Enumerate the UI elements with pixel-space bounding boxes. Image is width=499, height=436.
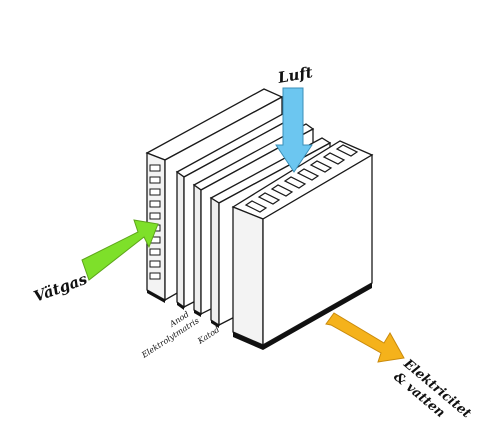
hydrogen-label: Vätgas bbox=[31, 270, 90, 306]
cathode-base bbox=[211, 320, 219, 328]
electrolyte-edge bbox=[193, 183, 202, 316]
hydrogen-arrow-icon bbox=[81, 219, 159, 281]
cathode-channels bbox=[244, 144, 359, 213]
air-label: Luft bbox=[276, 63, 314, 87]
anode-edge bbox=[176, 170, 185, 309]
output-arrow-icon bbox=[325, 312, 405, 363]
cathode-plate-edge bbox=[232, 206, 264, 346]
cathode-flow-plate bbox=[231, 140, 374, 350]
anode-base bbox=[177, 302, 184, 310]
cathode-label: Katod bbox=[195, 325, 221, 346]
electrolyte-base bbox=[194, 310, 201, 317]
anode-plate-base bbox=[147, 290, 165, 303]
air-arrow-icon bbox=[275, 87, 313, 173]
cathode-edge bbox=[210, 196, 220, 327]
anode-channels bbox=[149, 164, 161, 280]
